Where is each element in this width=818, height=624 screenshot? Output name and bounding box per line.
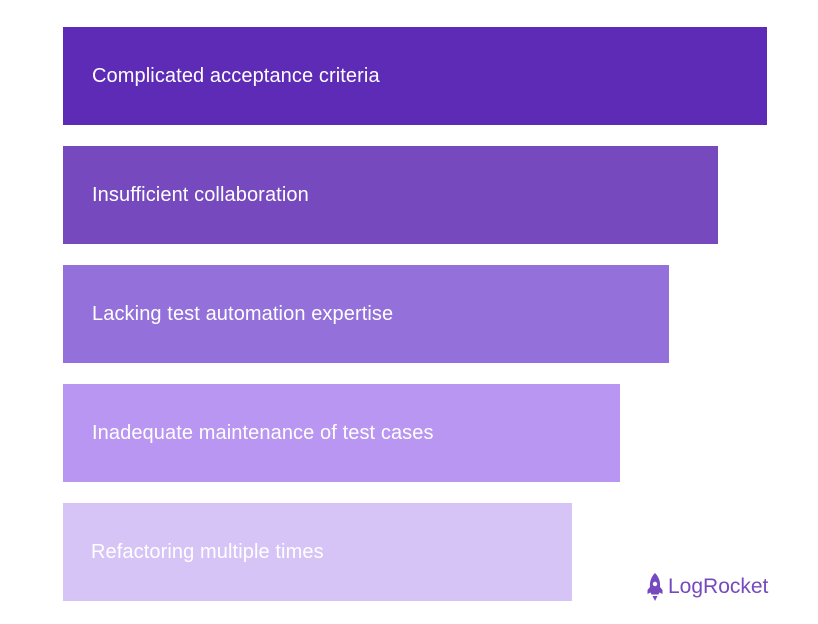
logo-text: LogRocket xyxy=(668,575,769,598)
bar-label: Complicated acceptance criteria xyxy=(92,64,380,87)
funnel-bar-lacking-test-automation-expertise: Lacking test automation expertise xyxy=(63,265,669,363)
bar-label: Refactoring multiple times xyxy=(91,540,324,563)
bar-label: Inadequate maintenance of test cases xyxy=(92,421,434,444)
funnel-bar-insufficient-collaboration: Insufficient collaboration xyxy=(63,146,718,244)
logrocket-logo: LogRocket xyxy=(646,572,768,602)
funnel-bar-complicated-acceptance-criteria: Complicated acceptance criteria xyxy=(63,27,767,125)
bar-label: Insufficient collaboration xyxy=(92,183,309,206)
bar-label: Lacking test automation expertise xyxy=(92,302,394,325)
funnel-bar-inadequate-maintenance: Inadequate maintenance of test cases xyxy=(63,384,620,482)
funnel-bar-refactoring-multiple-times: Refactoring multiple times xyxy=(63,503,572,601)
rocket-icon xyxy=(647,573,663,601)
